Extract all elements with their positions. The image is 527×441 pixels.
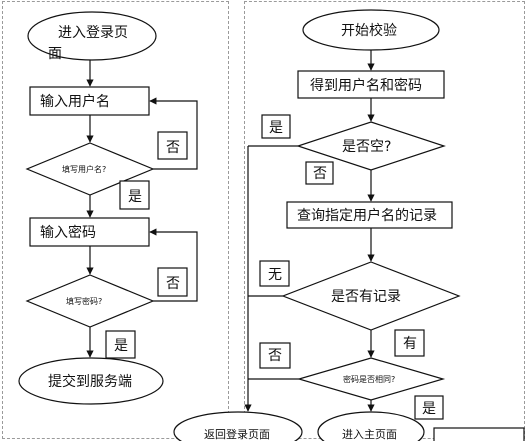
no-label-1: 否 (166, 140, 180, 156)
right-flowchart (173, 9, 525, 441)
no-empty-label: 否 (313, 166, 327, 182)
label-box-has-record (394, 329, 425, 357)
left-start-label-line2: 面 (48, 46, 62, 62)
label-box-yes-match (414, 395, 444, 420)
input-username-label: 输入用户名 (40, 93, 110, 110)
label-box-no-1 (157, 131, 188, 160)
submit-label: 提交到服务端 (48, 373, 132, 390)
left-flow-text: 进入登录页 面 输入用户名 填写用户名? 否 是 输入密码 填写密码? 否 是 … (40, 25, 180, 390)
left-frame (2, 1, 229, 439)
enter-main-label: 进入主页面 (342, 428, 397, 441)
no-record-label: 无 (268, 267, 282, 283)
check-password-label: 填写密码? (66, 296, 102, 306)
label-box-no-match (259, 342, 291, 369)
right-start-label: 开始校验 (341, 22, 397, 39)
label-box-no-2 (157, 267, 188, 297)
submit-node (18, 357, 164, 405)
input-password-node (29, 217, 150, 247)
yes-label-1: 是 (128, 189, 142, 205)
cutoff-box-node (433, 427, 525, 441)
query-record-label: 查询指定用户名的记录 (297, 207, 437, 224)
has-record-label: 有 (403, 336, 417, 352)
yes-label-2: 是 (114, 338, 128, 354)
input-password-label: 输入密码 (40, 224, 96, 241)
check-password-match-label: 密码是否相同? (343, 374, 395, 384)
return-login-label: 返回登录页面 (204, 427, 270, 441)
get-credentials-label: 得到用户名和密码 (310, 77, 422, 94)
left-start-node (27, 11, 157, 61)
yes-empty-label: 是 (269, 120, 283, 136)
check-record-label: 是否有记录 (331, 289, 401, 305)
query-record-node (286, 201, 453, 229)
right-flow-text: 开始校验 得到用户名和密码 是否空? 是 否 查询指定用户名的记录 是否有记录 … (204, 22, 437, 441)
label-box-no-record (259, 260, 290, 287)
get-credentials-node (297, 70, 445, 99)
left-flowchart (18, 11, 198, 405)
check-username-label: 填写用户名? (62, 164, 106, 174)
no-label-2: 否 (166, 276, 180, 292)
enter-main-node (317, 411, 425, 441)
label-box-yes-2 (105, 330, 136, 359)
no-match-label: 否 (268, 348, 282, 364)
check-empty-label: 是否空? (342, 139, 391, 155)
loop-username-no (149, 97, 198, 170)
label-box-yes-empty (261, 114, 291, 139)
loop-password-no (149, 228, 198, 302)
label-box-yes-1 (119, 180, 150, 210)
yes-match-label: 是 (422, 401, 436, 417)
left-start-label-line1: 进入登录页 (58, 25, 128, 41)
label-box-no-empty (305, 161, 334, 185)
return-login-node (173, 411, 303, 441)
